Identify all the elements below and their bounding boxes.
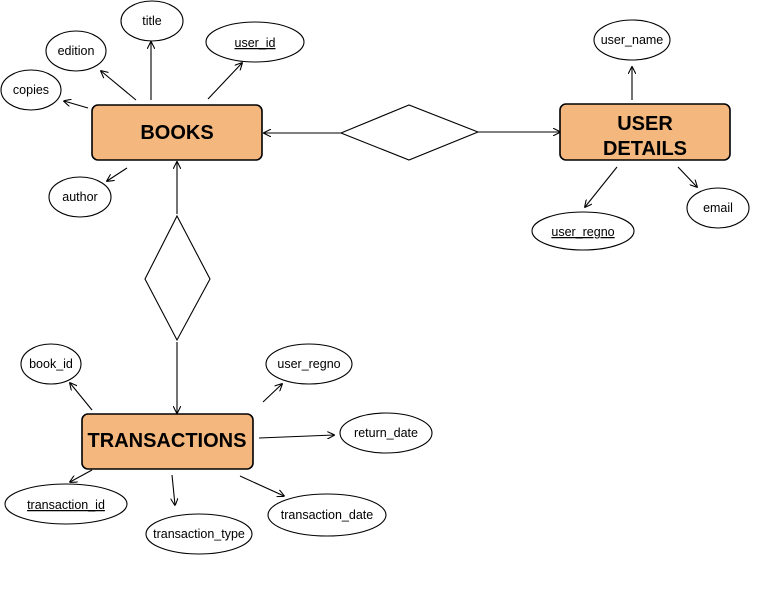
connector-books-author [107, 167, 128, 181]
attribute-transaction-type: transaction_type [145, 513, 253, 555]
connector-tx-book-id [70, 383, 93, 411]
connector-tx-transaction-type [172, 474, 175, 505]
entity-user-details[interactable]: USER DETAILS [559, 103, 731, 161]
attribute-book-id-label: book_id [29, 357, 73, 371]
attribute-author-label: author [62, 190, 97, 204]
attribute-email-label: email [703, 201, 733, 215]
attribute-return-date-label: return_date [354, 426, 418, 440]
connector-tx-user-regno [262, 384, 282, 403]
connector-user-regno [585, 166, 618, 207]
attribute-user-regno-key: user_regno [531, 211, 635, 251]
attribute-title-label: title [142, 14, 162, 28]
attribute-transaction-id-label: transaction_id [27, 498, 105, 512]
attribute-author: author [48, 176, 112, 218]
relationship-books-user-details [339, 104, 480, 161]
attribute-user-id-label: user_id [235, 36, 276, 50]
attribute-return-date: return_date [339, 412, 433, 454]
attribute-transaction-date-label: transaction_date [281, 508, 373, 522]
attribute-user-name-label: user_name [601, 33, 664, 47]
attribute-transaction-type-label: transaction_type [153, 527, 245, 541]
entity-user-details-label-line2: DETAILS [603, 138, 687, 160]
attribute-tx-user-regno-label: user_regno [277, 357, 340, 371]
attribute-tx-user-regno: user_regno [265, 343, 353, 385]
connector-user-email [677, 166, 697, 187]
entity-books[interactable]: BOOKS [91, 104, 263, 161]
entity-user-details-label-line1: USER [617, 113, 673, 135]
attribute-transaction-id-key: transaction_id [4, 483, 128, 525]
entity-books-label: BOOKS [140, 122, 213, 144]
attribute-user-id-key: user_id [205, 21, 305, 63]
connector-tx-transaction-id [70, 469, 93, 482]
connector-books-copies [64, 101, 89, 109]
connectors [64, 42, 697, 505]
attribute-user-name: user_name [593, 19, 671, 61]
attribute-transaction-date: transaction_date [267, 493, 387, 537]
attribute-copies-label: copies [13, 83, 49, 97]
attribute-title: title [120, 0, 184, 42]
attribute-edition: edition [45, 30, 107, 72]
connector-books-edition [101, 71, 137, 101]
attribute-edition-label: edition [58, 44, 95, 58]
connector-tx-return-date [258, 435, 334, 438]
attribute-user-regno-label: user_regno [551, 225, 614, 239]
attribute-book-id: book_id [20, 343, 82, 385]
attribute-copies: copies [0, 69, 62, 111]
entity-transactions[interactable]: TRANSACTIONS [81, 413, 254, 470]
connector-books-user-id [207, 63, 242, 100]
attribute-email: email [686, 187, 750, 229]
connector-tx-transaction-date [239, 475, 284, 496]
relationship-books-transactions [144, 214, 211, 342]
entity-transactions-label: TRANSACTIONS [88, 430, 247, 452]
